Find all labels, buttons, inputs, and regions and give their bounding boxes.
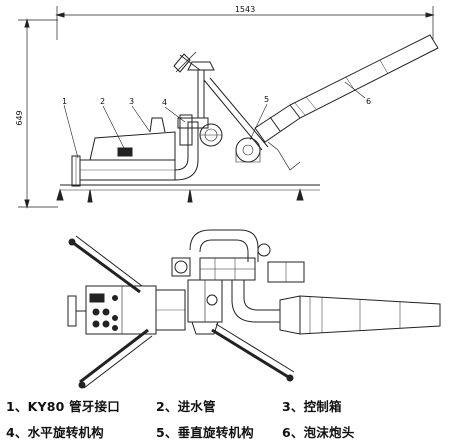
legend-text: 进水管: [177, 399, 216, 414]
legend-item-5: 5、垂直旋转机构: [156, 422, 254, 441]
callout-5: 5: [264, 95, 269, 104]
height-dimension-label: 649: [15, 110, 24, 125]
legend-item-3: 3、控制箱: [282, 396, 342, 415]
legend-num: 1、: [6, 399, 28, 414]
technical-drawing: 1543 649 1 2 3 4 5 6: [15, 5, 441, 389]
legend-item-2: 2、进水管: [156, 396, 216, 415]
height-dimension: [18, 18, 58, 209]
legend-item-4: 4、水平旋转机构: [6, 422, 104, 441]
outrigger-legs: [68, 235, 295, 389]
legend-item-1: 1、KY80 管牙接口: [6, 396, 120, 415]
legend-text: 水平旋转机构: [27, 425, 104, 440]
legend-num: 3、: [282, 399, 304, 414]
callout-4: 4: [162, 98, 167, 107]
legend-row-1: 1、KY80 管牙接口 2、进水管 3、控制箱: [6, 396, 452, 418]
width-dimension: [55, 6, 435, 40]
plan-view: [67, 229, 441, 389]
callout-1: 1: [62, 97, 67, 106]
legend-num: 4、: [6, 425, 28, 440]
legend-text: 垂直旋转机构: [177, 425, 254, 440]
legend-text: 泡沫炮头: [303, 425, 355, 440]
legend-num: 5、: [156, 425, 178, 440]
callout-3: 3: [129, 97, 134, 106]
parts-legend: 1、KY80 管牙接口 2、进水管 3、控制箱 4、水平旋转机构 5、垂直旋转机…: [0, 388, 456, 447]
legend-num: 6、: [282, 425, 304, 440]
legend-row-2: 4、水平旋转机构 5、垂直旋转机构 6、泡沫炮头: [6, 422, 452, 444]
callout-6: 6: [366, 97, 371, 106]
width-dimension-label: 1543: [235, 5, 255, 14]
legend-text: KY80 管牙接口: [27, 399, 120, 414]
legend-text: 控制箱: [303, 399, 342, 414]
legend-num: 2、: [156, 399, 178, 414]
side-elevation-view: [18, 6, 439, 209]
legend-item-6: 6、泡沫炮头: [282, 422, 354, 441]
callout-2: 2: [100, 97, 105, 106]
